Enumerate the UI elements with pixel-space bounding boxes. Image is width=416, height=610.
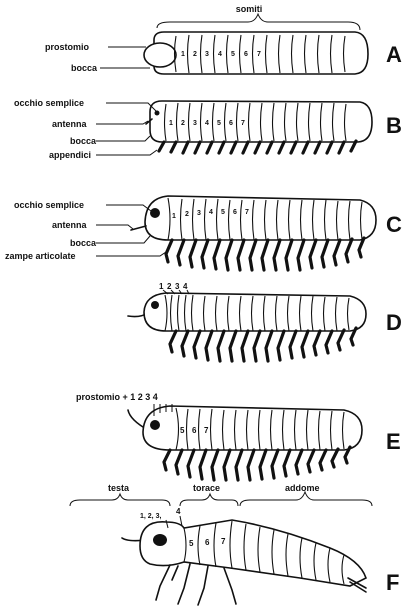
antenna-label: antenna <box>52 220 88 230</box>
segment-number: 3 <box>193 120 197 127</box>
panel-e: prostomio + 1 2 3 4 5 6 7 E <box>76 392 401 480</box>
segment-number: 4 <box>209 209 213 216</box>
zampe-articolate-label: zampe articolate <box>5 251 76 261</box>
prostomio-lobe <box>144 43 176 67</box>
simple-eye-dot <box>155 111 160 116</box>
segment-number: 7 <box>257 51 261 58</box>
panel-label-d: D <box>386 310 402 335</box>
prostomio-label: prostomio <box>45 42 90 52</box>
segment-number: 7 <box>221 537 226 546</box>
panel-label-b: B <box>386 113 402 138</box>
somiti-label: somiti <box>236 4 263 14</box>
segment-number: 1 <box>172 213 176 220</box>
segment-number: 5 <box>180 426 185 435</box>
panel-label-f: F <box>386 570 399 595</box>
occhio-semplice-label: occhio semplice <box>14 98 84 108</box>
segment-number: 5 <box>231 51 235 58</box>
segment-number: 4 <box>218 51 222 58</box>
segment-number: 2 <box>185 211 189 218</box>
segment-number: 4 <box>205 120 209 127</box>
segment-number: 2 <box>181 120 185 127</box>
segment-number: 4 <box>183 282 188 291</box>
segment-number: 7 <box>245 209 249 216</box>
segment-number: 6 <box>233 209 237 216</box>
occhio-semplice-label: occhio semplice <box>14 200 84 210</box>
prostomio-label: prostomio + 1 2 3 4 <box>76 392 158 402</box>
segment-number: 2 <box>167 282 172 291</box>
segment-number: 3 <box>197 210 201 217</box>
panel-d: 1 2 3 4 D <box>128 282 402 361</box>
appendici-label: appendici <box>49 150 91 160</box>
compound-eye <box>153 534 167 546</box>
panel-a: somiti 1 2 3 4 5 6 7 prostomio bocca A <box>45 4 402 74</box>
simple-eye-blob <box>150 420 160 430</box>
segment-number: 1 <box>181 51 185 58</box>
segment-number: 6 <box>229 120 233 127</box>
testa-label: testa <box>108 483 130 493</box>
segment-number: 6 <box>244 51 248 58</box>
panel-label-c: C <box>386 212 402 237</box>
segment-number: 1 <box>159 282 164 291</box>
addome-label: addome <box>285 483 320 493</box>
segment-number: 3 <box>175 282 180 291</box>
antenna-label: antenna <box>52 119 88 129</box>
segment-number: 1 <box>169 120 173 127</box>
segment-number: 5 <box>189 539 194 548</box>
head-segment-numbers: 1, 2, 3, <box>140 513 161 520</box>
segment-number: 3 <box>205 51 209 58</box>
bocca-label: bocca <box>70 136 97 146</box>
bocca-label: bocca <box>70 238 97 248</box>
bocca-label: bocca <box>71 63 98 73</box>
panel-f: testa torace addome 1, 2, 3, 4 5 6 7 F <box>70 483 399 605</box>
segment-number: 6 <box>192 426 197 435</box>
panel-label-e: E <box>386 429 401 454</box>
panel-label-a: A <box>386 42 402 67</box>
segment-number: 4 <box>176 507 181 516</box>
segment-number: 7 <box>204 426 209 435</box>
segment-number: 6 <box>205 538 210 547</box>
segment-number: 5 <box>217 120 221 127</box>
simple-eye-blob <box>150 208 160 218</box>
segment-number: 2 <box>193 51 197 58</box>
panel-b: 1 2 3 4 5 6 7 occhio semplice antenna bo… <box>14 98 402 160</box>
simple-eye-blob <box>151 301 159 309</box>
segment-number: 7 <box>241 120 245 127</box>
torace-label: torace <box>193 483 220 493</box>
panel-c: 1 2 3 4 5 6 7 occhio semplice antenna bo… <box>5 196 402 270</box>
segment-number: 5 <box>221 209 225 216</box>
